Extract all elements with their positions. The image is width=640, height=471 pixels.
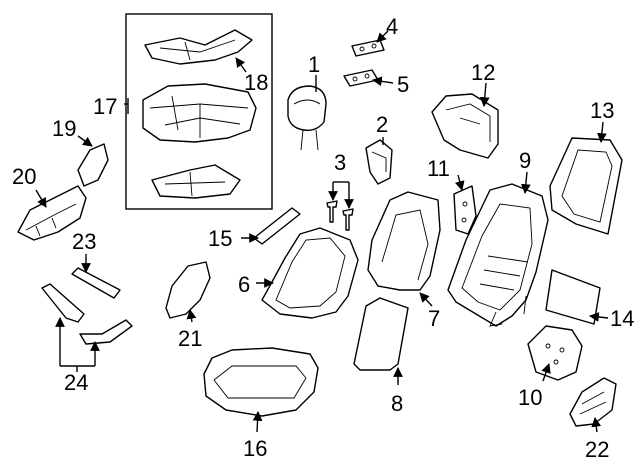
callout-18: 18 xyxy=(244,70,268,95)
bracket-part-10 xyxy=(527,325,583,381)
back-panel-part xyxy=(353,297,409,371)
callout-24: 24 xyxy=(64,370,88,395)
trim-piece-part-24b xyxy=(79,319,133,345)
guide-sleeve-part xyxy=(365,139,393,185)
seat-back-cover-part xyxy=(261,227,359,319)
side-cover-part xyxy=(165,261,211,319)
callout-6: 6 xyxy=(238,272,250,297)
callout-4: 4 xyxy=(386,14,398,39)
callout-20: 20 xyxy=(12,164,36,189)
cushion-subassembly-box xyxy=(125,13,273,210)
leader-lines xyxy=(35,30,609,433)
trim-strip-part xyxy=(253,207,301,245)
back-panel-frame-part xyxy=(549,137,623,235)
screw-parts xyxy=(326,200,354,231)
callout-11: 11 xyxy=(427,156,450,181)
callout-9: 9 xyxy=(519,148,531,173)
callout-1: 1 xyxy=(308,52,320,77)
callout-8: 8 xyxy=(391,391,403,416)
callout-10: 10 xyxy=(518,385,542,410)
callout-13: 13 xyxy=(590,98,614,123)
side-panel-part xyxy=(545,269,601,325)
callout-12: 12 xyxy=(471,60,495,85)
callout-5: 5 xyxy=(397,72,409,97)
seat-cushion-part xyxy=(203,347,319,417)
seat-back-frame-part xyxy=(447,183,549,327)
callout-23: 23 xyxy=(72,229,96,254)
callout-labels: 1 2 3 4 5 6 7 8 9 10 11 12 13 14 15 16 1… xyxy=(12,14,634,462)
back-board-part xyxy=(431,93,499,159)
bezel-part xyxy=(77,143,109,187)
bracket-part-11 xyxy=(453,185,477,235)
trim-piece-part-23 xyxy=(71,267,121,299)
trim-piece-part-24a xyxy=(41,283,85,323)
callout-16: 16 xyxy=(243,436,267,461)
seat-back-pad-part xyxy=(367,191,441,291)
callout-7: 7 xyxy=(428,306,440,331)
callout-17: 17 xyxy=(93,94,117,119)
callout-21: 21 xyxy=(178,326,202,351)
callout-15: 15 xyxy=(208,226,232,251)
callout-22: 22 xyxy=(585,437,609,462)
module-part xyxy=(569,377,617,427)
callout-2: 2 xyxy=(376,112,388,137)
guide-part-5 xyxy=(343,69,379,87)
callout-19: 19 xyxy=(52,116,76,141)
callout-14: 14 xyxy=(610,306,634,331)
headrest-part xyxy=(287,85,327,151)
callout-3: 3 xyxy=(334,150,346,175)
guide-part-4 xyxy=(351,39,385,57)
